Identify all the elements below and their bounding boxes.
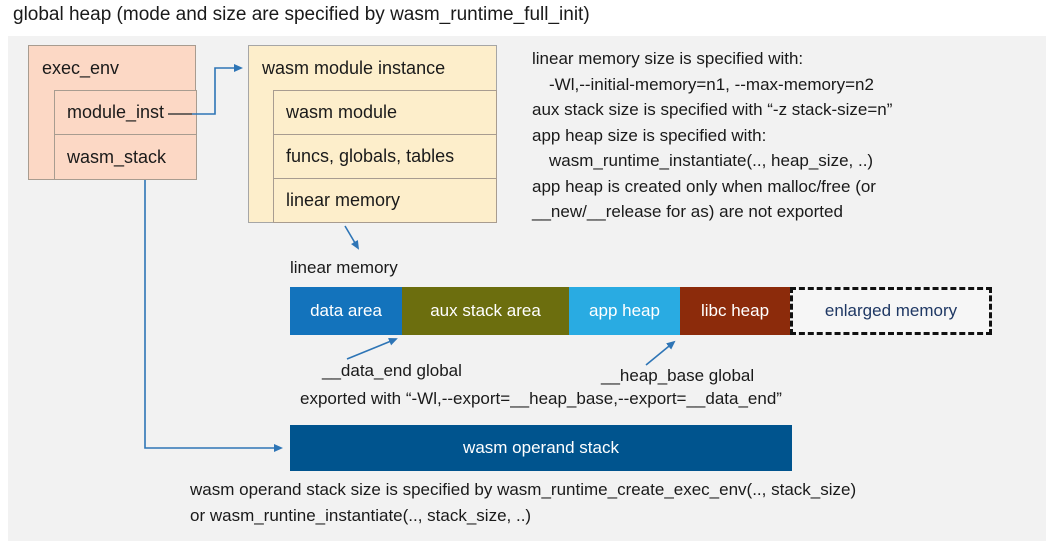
segment-aux-stack-area-label: aux stack area bbox=[430, 301, 541, 320]
segment-data-area: data area bbox=[290, 287, 402, 335]
segment-aux-stack-area: aux stack area bbox=[402, 287, 569, 335]
wasm-module-label: wasm module bbox=[286, 102, 398, 122]
operand-stack-bar: wasm operand stack bbox=[290, 425, 792, 471]
note-line: wasm_runtime_instantiate(.., heap_size, … bbox=[549, 151, 874, 170]
exported-annotation: exported with “-Wl,--export=__heap_base,… bbox=[300, 389, 782, 408]
segment-app-heap-label: app heap bbox=[589, 301, 660, 320]
segment-libc-heap-label: libc heap bbox=[700, 301, 770, 320]
note-line: aux stack size is specified with “-z sta… bbox=[532, 100, 893, 119]
bottom-notes: wasm operand stack size is specified by … bbox=[190, 477, 856, 528]
data-end-annotation: __data_end global bbox=[322, 361, 462, 380]
note-line: app heap size is specified with: bbox=[532, 125, 767, 145]
right-notes: linear memory size is specified with: -W… bbox=[532, 46, 1044, 225]
exec-env-box: exec_env module_inst wasm_stack bbox=[28, 45, 197, 180]
linear-memory-bar: data area aux stack area app heap libc h… bbox=[290, 287, 992, 335]
module-inst-cell: module_inst bbox=[54, 90, 197, 135]
note-line: wasm operand stack size is specified by … bbox=[190, 480, 857, 499]
wasm-module-cell: wasm module bbox=[273, 90, 497, 135]
note-line: app heap is created only when malloc/fre… bbox=[532, 176, 876, 196]
segment-enlarged-memory-label: enlarged memory bbox=[824, 301, 958, 320]
operand-stack-label: wasm operand stack bbox=[463, 438, 619, 457]
linear-memory-cell-label: linear memory bbox=[286, 190, 401, 210]
funcs-globals-tables-cell: funcs, globals, tables bbox=[273, 134, 497, 179]
module-inst-label: module_inst bbox=[67, 102, 165, 122]
wasm-stack-label: wasm_stack bbox=[67, 146, 167, 167]
exec-env-header: exec_env bbox=[42, 58, 120, 78]
funcs-globals-tables-label: funcs, globals, tables bbox=[286, 146, 455, 166]
segment-data-area-label: data area bbox=[310, 301, 382, 320]
segment-enlarged-memory: enlarged memory bbox=[790, 287, 992, 335]
note-line: -Wl,--initial-memory=n1, --max-memory=n2 bbox=[549, 74, 874, 94]
linear-memory-cell: linear memory bbox=[273, 178, 497, 223]
segment-app-heap: app heap bbox=[569, 287, 680, 335]
linear-memory-label: linear memory bbox=[290, 258, 398, 277]
segment-libc-heap: libc heap bbox=[680, 287, 790, 335]
note-line: or wasm_runtine_instantiate(.., stack_si… bbox=[190, 505, 532, 525]
module-instance-box: wasm module instance wasm module funcs, … bbox=[248, 45, 497, 223]
note-line: linear memory size is specified with: bbox=[532, 49, 804, 68]
diagram-title: global heap (mode and size are specified… bbox=[13, 4, 590, 25]
module-instance-header: wasm module instance bbox=[262, 58, 446, 78]
heap-base-annotation: __heap_base global bbox=[601, 366, 755, 385]
note-line: __new/__release for as) are not exported bbox=[532, 202, 843, 221]
wasm-stack-cell: wasm_stack bbox=[54, 134, 197, 180]
